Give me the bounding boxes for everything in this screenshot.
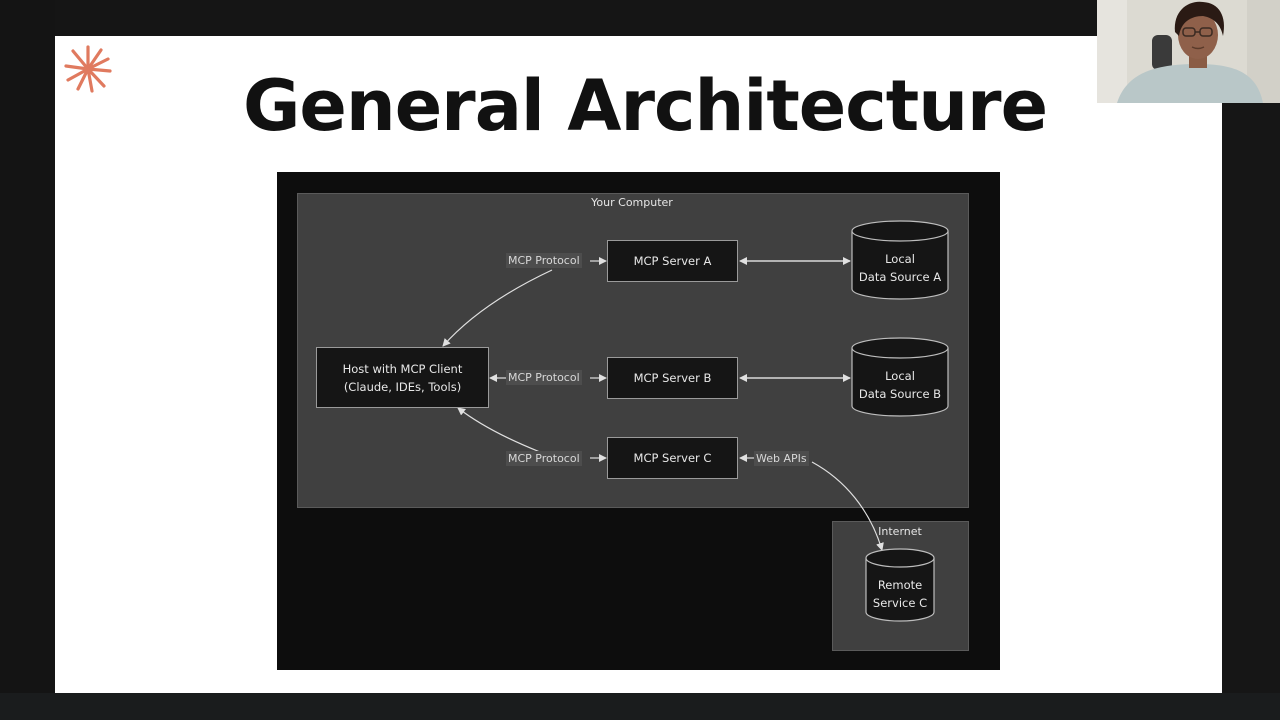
video-frame-top [55, 0, 1222, 36]
data-source-b-label: Local Data Source B [852, 367, 948, 403]
presenter-webcam-image [1097, 0, 1280, 103]
cylinder-data-source-b [851, 337, 949, 417]
mcp-server-c-box: MCP Server C [607, 437, 738, 479]
edge-protocol-c-host [457, 407, 541, 453]
remote-service-label: Remote Service C [866, 576, 934, 612]
starburst-logo-icon [64, 45, 112, 93]
edge-webapis-remote [811, 461, 884, 551]
video-frame-left [0, 0, 55, 720]
web-apis-label: Web APIs [754, 451, 809, 466]
data-source-b-line2: Data Source B [858, 387, 942, 401]
host-mcp-client-box: Host with MCP Client (Claude, IDEs, Tool… [316, 347, 489, 408]
remote-service-line1: Remote [877, 578, 923, 592]
webcam-video-overlay [1097, 0, 1280, 103]
edge-protocol-a-host [442, 269, 553, 347]
remote-service-line2: Service C [872, 596, 928, 610]
data-source-a-label: Local Data Source A [852, 250, 948, 286]
host-label-line1: Host with MCP Client [342, 361, 463, 376]
slide-title: General Architecture [242, 65, 1048, 147]
protocol-label-a: MCP Protocol [506, 253, 582, 268]
cylinder-remote-service-c [865, 548, 935, 622]
region-label-internet: Internet [878, 525, 922, 538]
host-label-line2: (Claude, IDEs, Tools) [343, 379, 462, 394]
data-source-b-line1: Local [885, 369, 915, 383]
mcp-server-b-box: MCP Server B [607, 357, 738, 399]
video-frame-right [1222, 0, 1280, 720]
data-source-a-line2: Data Source A [858, 270, 942, 284]
region-label-your-computer: Your Computer [591, 196, 673, 209]
cylinder-data-source-a [851, 220, 949, 300]
protocol-label-b: MCP Protocol [506, 370, 582, 385]
video-frame-bottom [0, 693, 1280, 720]
mcp-server-a-box: MCP Server A [607, 240, 738, 282]
data-source-a-line1: Local [885, 252, 915, 266]
protocol-label-c: MCP Protocol [506, 451, 582, 466]
